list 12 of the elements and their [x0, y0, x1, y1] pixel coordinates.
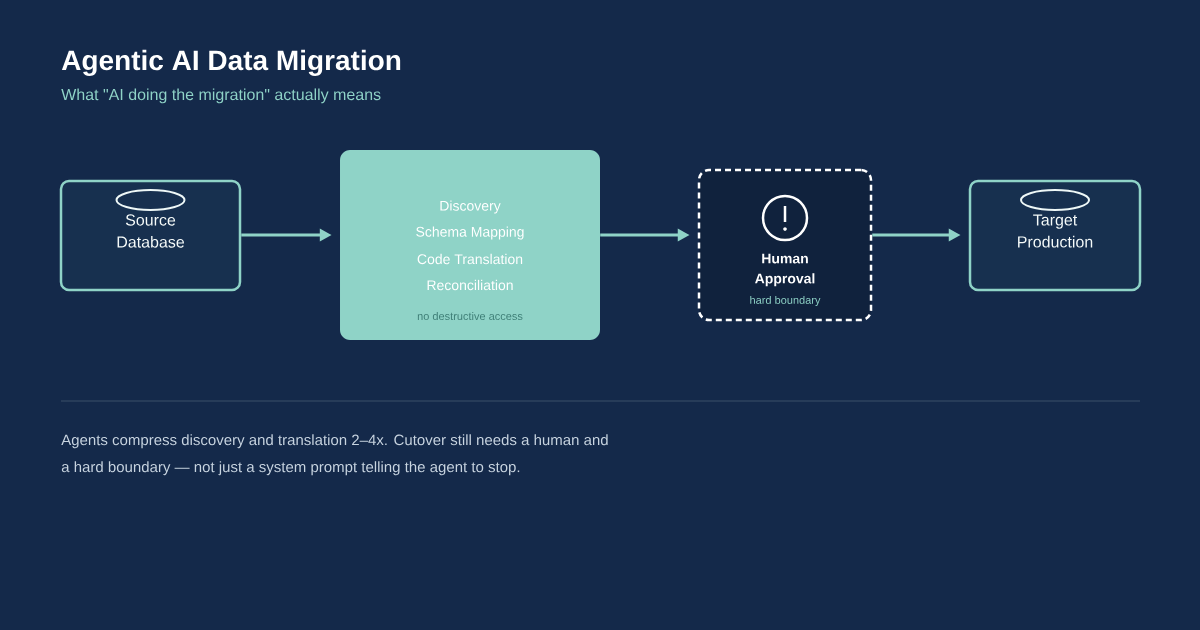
step-label: Discovery	[440, 200, 501, 214]
note: no destructive access	[417, 311, 523, 321]
title: Agentic AI Data Migration	[61, 49, 401, 76]
note: hard boundary	[750, 295, 821, 307]
subtitle: What "AI doing the migration" actually means	[61, 88, 381, 104]
node-label: Target Production	[1018, 214, 1093, 248]
node-label: Human Approval	[755, 253, 815, 287]
summary-text: Agents compress discovery and translation 2–4x. Cutover still needs a human and a hard boundary — not just a system prompt telling the agent to stop.	[61, 434, 608, 476]
step-label: Code Translation	[417, 253, 523, 265]
step-label: Schema Mapping	[416, 226, 524, 240]
node-label: Source Database	[117, 214, 185, 248]
step-label: Reconciliation	[427, 279, 513, 291]
